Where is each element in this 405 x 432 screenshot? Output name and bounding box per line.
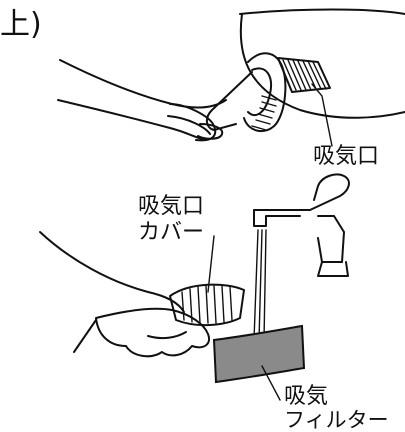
label-filter-line2: フィルター <box>284 408 389 432</box>
cleaning-brush <box>206 52 287 133</box>
hand-holding-brush <box>57 59 227 142</box>
label-intake-cover-line2: カバー <box>138 220 205 245</box>
water-faucet <box>253 173 350 277</box>
cover-pointer-line <box>207 235 215 293</box>
label-intake-cover-line1: 吸気口 <box>138 194 205 219</box>
label-filter-line1: 吸気 <box>284 384 329 409</box>
vacuum-body-outline <box>239 8 405 119</box>
intake-cover-grille <box>169 283 245 327</box>
water-stream <box>253 229 267 341</box>
intake-pointer-line <box>311 83 333 147</box>
label-air-intake: 吸気口 <box>313 144 380 169</box>
hand-washing-cover <box>39 231 210 358</box>
filter-pointer-line <box>261 365 281 401</box>
step-mark: 上) <box>0 7 42 42</box>
intake-filter <box>212 324 306 384</box>
air-intake-grille <box>277 57 331 93</box>
